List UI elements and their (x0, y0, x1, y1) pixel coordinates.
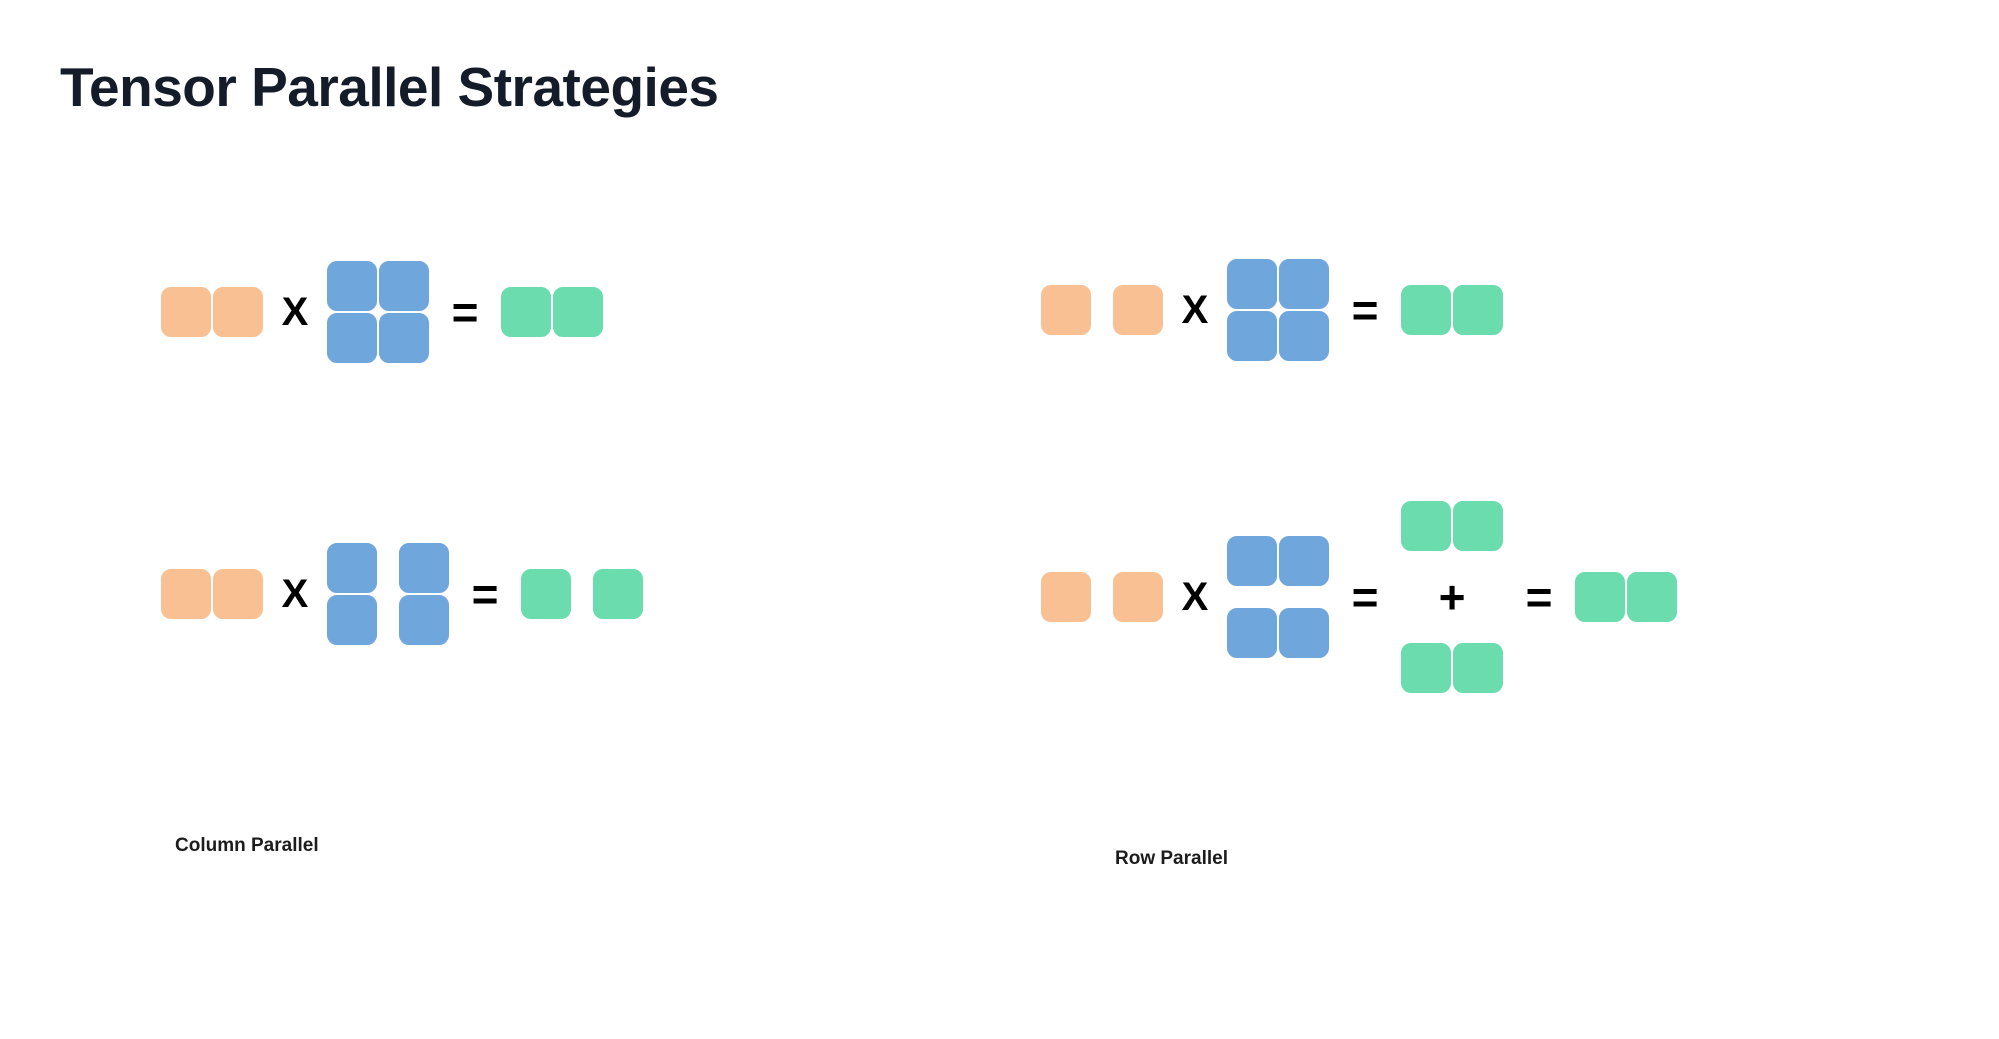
partial-output-block (1452, 500, 1504, 552)
output-block (520, 568, 572, 620)
input-matrix-orange-split (1040, 571, 1164, 623)
equals-operator-final: = (1525, 571, 1553, 623)
weight-block (326, 594, 378, 646)
partial-sum-group: + (1400, 500, 1504, 694)
equation-sharded-column: X = (160, 542, 644, 646)
weight-block (1278, 310, 1330, 362)
input-block (160, 568, 212, 620)
weight-block (1226, 535, 1278, 587)
partial-output-bottom-green (1400, 642, 1504, 694)
output-block (1400, 284, 1452, 336)
plus-operator: + (1438, 571, 1466, 623)
weight-block (378, 260, 430, 312)
input-matrix-orange (160, 286, 264, 338)
weight-block (398, 542, 450, 594)
output-matrix-green-column-split (520, 568, 644, 620)
output-block (1452, 284, 1504, 336)
output-matrix-green (1400, 284, 1504, 336)
multiply-operator: X (281, 290, 309, 334)
weight-matrix-blue-column-split (326, 542, 450, 646)
input-block (1040, 284, 1092, 336)
partial-output-block (1400, 500, 1452, 552)
weight-block (326, 260, 378, 312)
weight-matrix-blue (1226, 258, 1330, 362)
weight-block (398, 594, 450, 646)
diagram-column-parallel: X = X (120, 250, 1000, 900)
final-output-matrix-green (1574, 571, 1678, 623)
input-matrix-orange (160, 568, 264, 620)
input-block (212, 568, 264, 620)
partial-output-block (1400, 642, 1452, 694)
input-block (1112, 571, 1164, 623)
weight-block (1226, 310, 1278, 362)
equals-operator: = (451, 286, 479, 338)
weight-block (1278, 607, 1330, 659)
equals-operator: = (1351, 571, 1379, 623)
input-block (212, 286, 264, 338)
equation-unsharded-row: X = (1040, 258, 1504, 362)
equation-unsharded-column: X = (160, 260, 604, 364)
output-matrix-green (500, 286, 604, 338)
input-block (1040, 571, 1092, 623)
weight-block (1226, 258, 1278, 310)
partial-output-top-green (1400, 500, 1504, 552)
weight-block (1278, 258, 1330, 310)
input-matrix-orange-split (1040, 284, 1164, 336)
equals-operator: = (471, 568, 499, 620)
caption-row-parallel: Row Parallel (1115, 848, 1228, 869)
weight-matrix-blue-row-split (1226, 535, 1330, 659)
multiply-operator: X (1181, 575, 1209, 619)
weight-block (1226, 607, 1278, 659)
weight-block (378, 312, 430, 364)
output-block (1626, 571, 1678, 623)
output-block (500, 286, 552, 338)
input-block (1112, 284, 1164, 336)
diagram-row-parallel: X = X (1020, 250, 1960, 900)
output-block (552, 286, 604, 338)
weight-block (326, 312, 378, 364)
weight-matrix-blue (326, 260, 430, 364)
output-block (592, 568, 644, 620)
multiply-operator: X (1181, 288, 1209, 332)
equation-sharded-row: X = + (1040, 500, 1678, 694)
partial-output-block (1452, 642, 1504, 694)
page-title: Tensor Parallel Strategies (60, 56, 719, 118)
input-block (160, 286, 212, 338)
caption-column-parallel: Column Parallel (175, 835, 319, 856)
multiply-operator: X (281, 572, 309, 616)
equals-operator: = (1351, 284, 1379, 336)
weight-block (326, 542, 378, 594)
weight-block (1278, 535, 1330, 587)
output-block (1574, 571, 1626, 623)
